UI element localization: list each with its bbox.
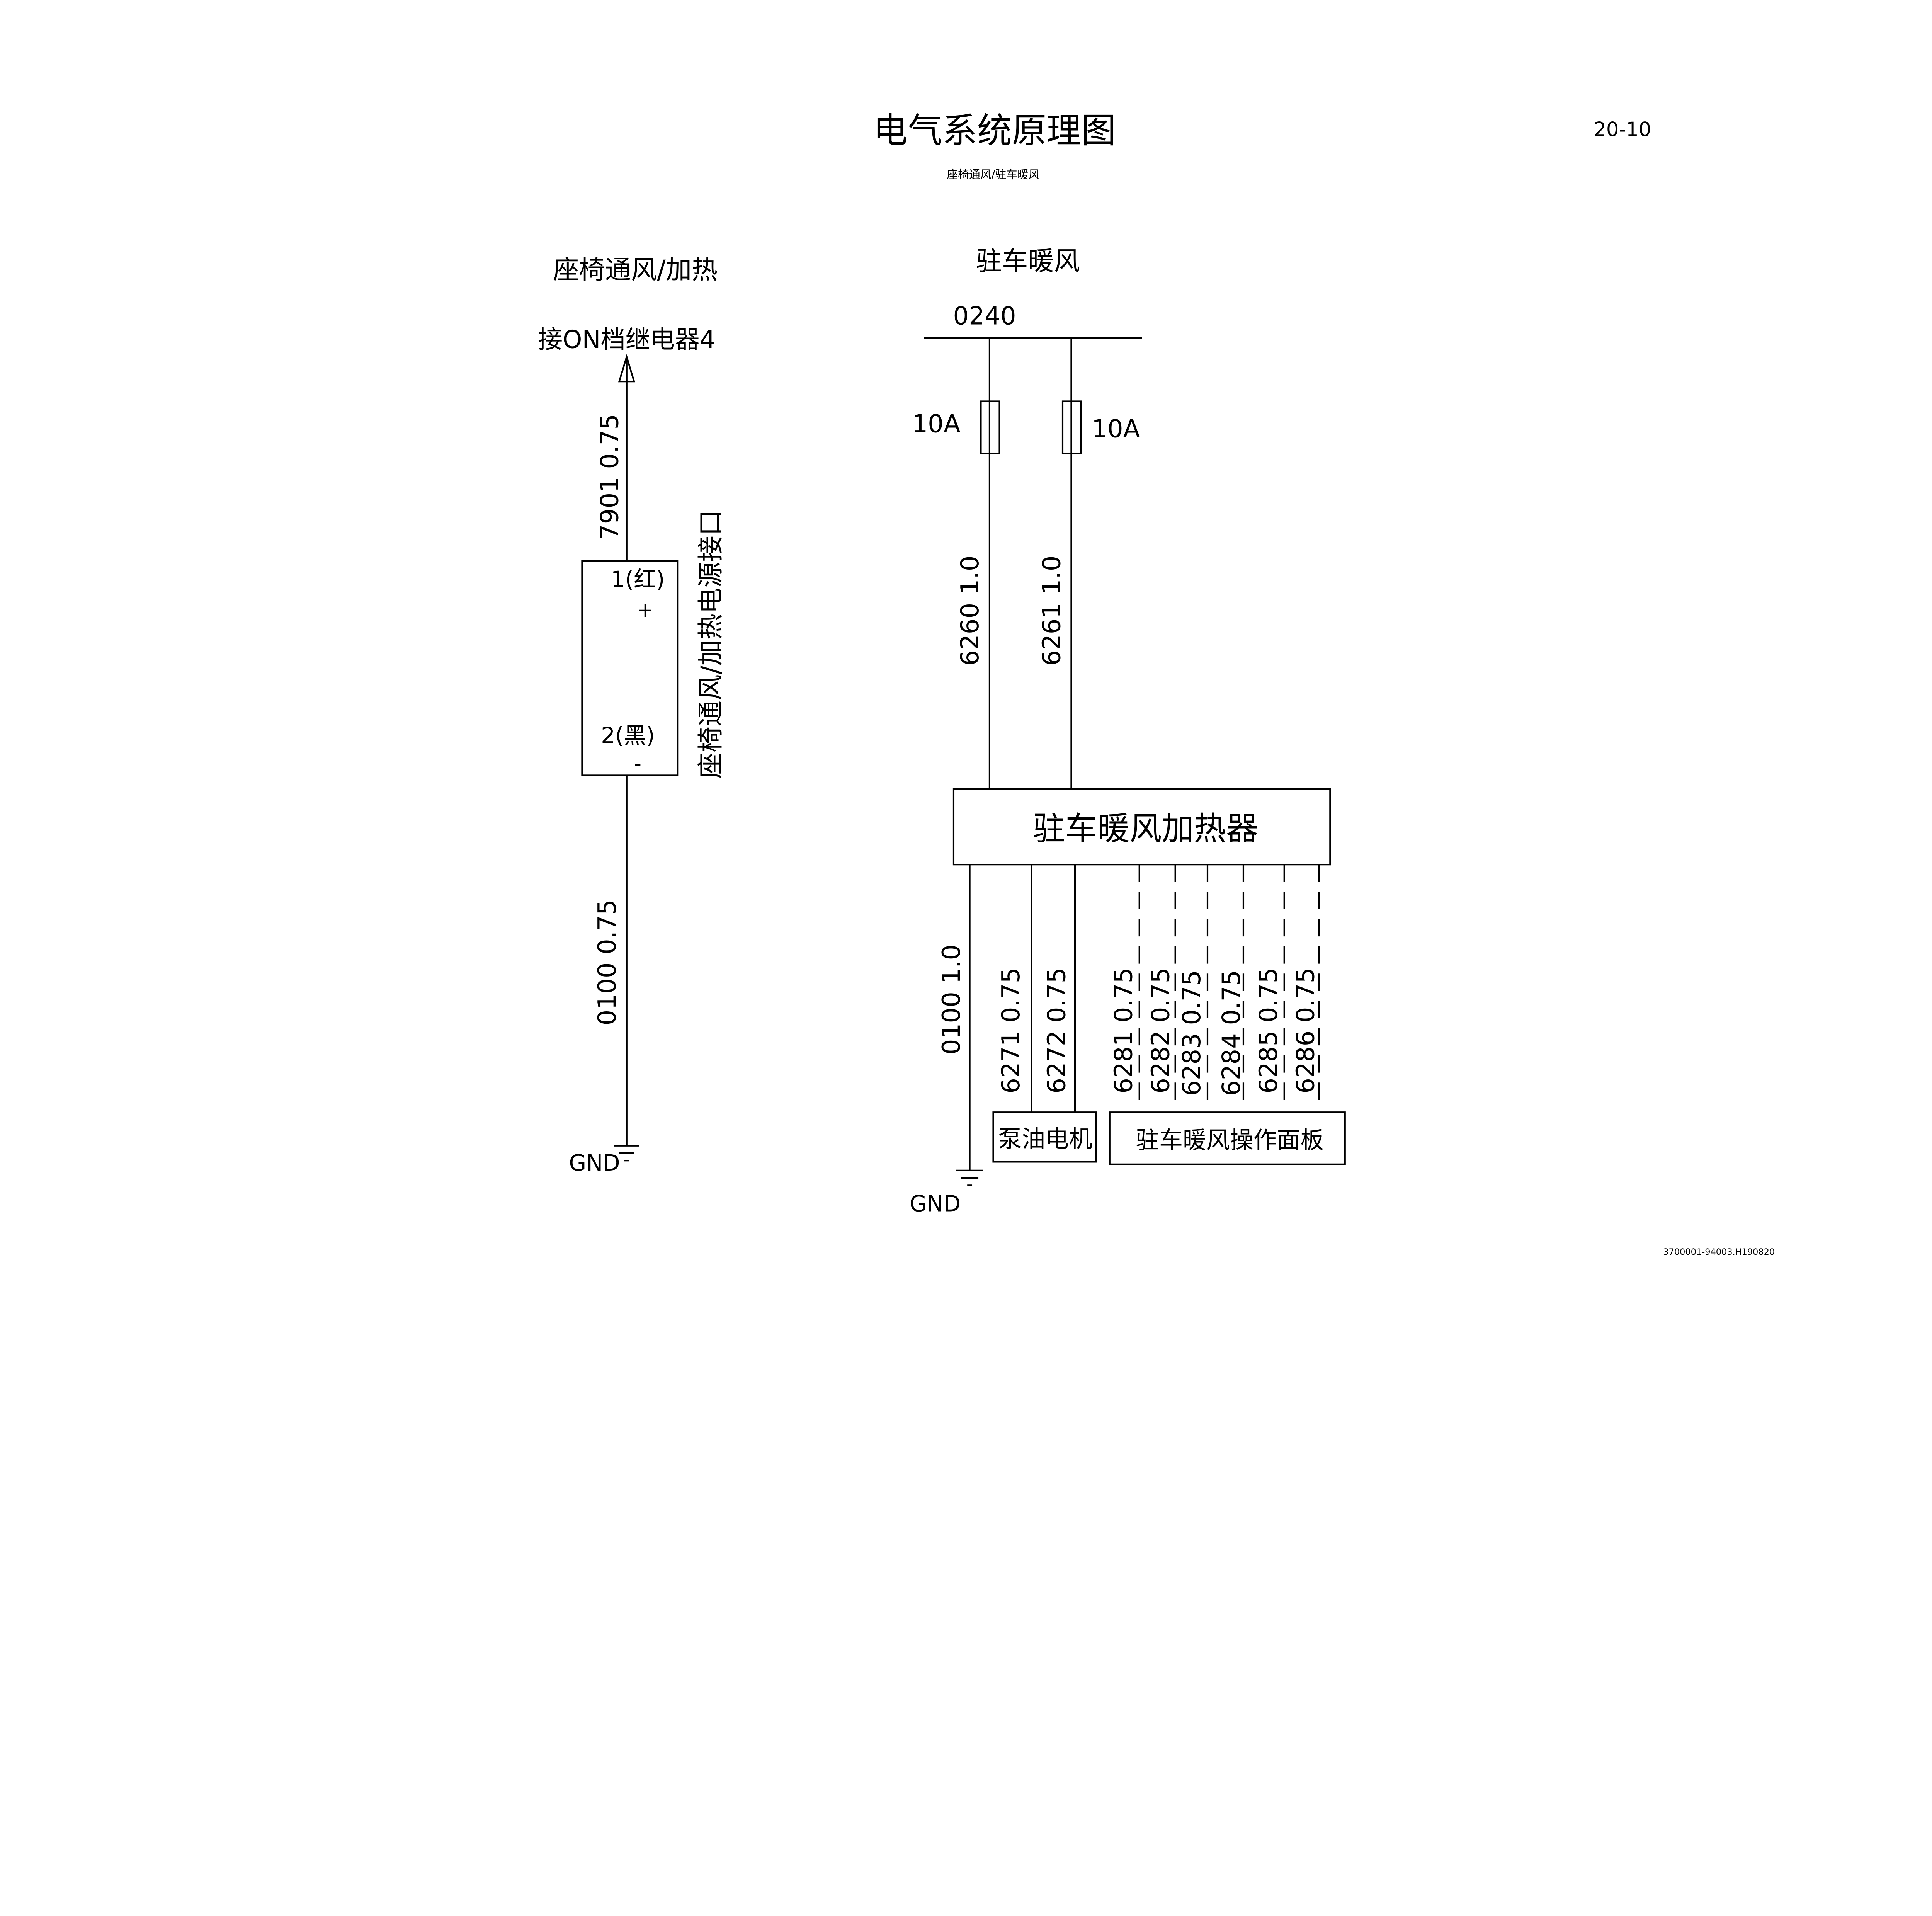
fuse-icon — [1061, 400, 1082, 454]
wire-label-0100: 0100 0.75 — [593, 899, 622, 1025]
heater-circuit-title: 驻车暖风 — [976, 246, 1080, 276]
pump-motor-box — [992, 1111, 1097, 1163]
wire-label-6285: 6285 0.75 — [1254, 968, 1283, 1094]
wire-label-0100-heater: 0100 1.0 — [937, 944, 966, 1055]
wire-label-6282: 6282 0.75 — [1147, 968, 1175, 1094]
ground-label: GND — [910, 1191, 961, 1217]
wire-label-6286: 6286 0.75 — [1292, 968, 1320, 1094]
ground-icon — [956, 1169, 983, 1186]
fuse-rating: 10A — [912, 410, 961, 439]
seat-power-source: 接ON档继电器4 — [538, 326, 716, 354]
ground-label: GND — [569, 1150, 620, 1176]
wire-label-7901: 7901 0.75 — [595, 414, 624, 540]
pump-motor-label: 泵油电机 — [998, 1125, 1092, 1153]
drawing-code: 3700001-94003.H190820 — [1663, 1247, 1775, 1257]
seat-circuit: 座椅通风/加热 接ON档继电器4 7901 0.75 1(红) + 2(黑) -… — [538, 255, 726, 1176]
page-title: 电气系统原理图 — [873, 111, 1116, 151]
control-panel-box — [1109, 1111, 1346, 1165]
seat-connector — [581, 560, 679, 776]
wire-label-6261: 6261 1.0 — [1038, 555, 1066, 665]
control-panel-label: 驻车暖风操作面板 — [1136, 1126, 1324, 1154]
fuse-rating: 10A — [1092, 415, 1140, 443]
wire-label-6260: 6260 1.0 — [956, 555, 985, 665]
wire-label-6271: 6271 0.75 — [997, 968, 1026, 1094]
seat-circuit-title: 座椅通风/加热 — [553, 255, 718, 285]
pin2-label: 2(黑) — [601, 722, 655, 749]
page-subtitle: 座椅通风/驻车暖风 — [947, 168, 1039, 181]
seat-connector-label: 座椅通风/加热电源接口 — [696, 510, 726, 779]
wire-label-6283: 6283 0.75 — [1178, 970, 1206, 1096]
heater-label: 驻车暖风加热器 — [1033, 810, 1258, 847]
wire-label-6281: 6281 0.75 — [1109, 968, 1138, 1094]
page-number: 20-10 — [1594, 118, 1651, 141]
pin1-sign: + — [637, 599, 653, 622]
pin2-sign: - — [634, 752, 641, 776]
heater-box — [952, 788, 1331, 866]
ground-icon — [614, 1145, 639, 1162]
wire-label-6272: 6272 0.75 — [1043, 968, 1071, 1094]
pin1-label: 1(红) — [611, 566, 665, 592]
bus-label: 0240 — [953, 302, 1016, 331]
schematic-diagram: 电气系统原理图 20-10 座椅通风/驻车暖风 座椅通风/加热 接ON档继电器4… — [538, 111, 1775, 1257]
wire-label-6284: 6284 0.75 — [1217, 970, 1246, 1096]
heater-circuit: 驻车暖风 0240 10A 10A 6260 1.0 6261 1.0 驻车暖风… — [910, 246, 1346, 1217]
fuse-icon — [980, 400, 1000, 454]
